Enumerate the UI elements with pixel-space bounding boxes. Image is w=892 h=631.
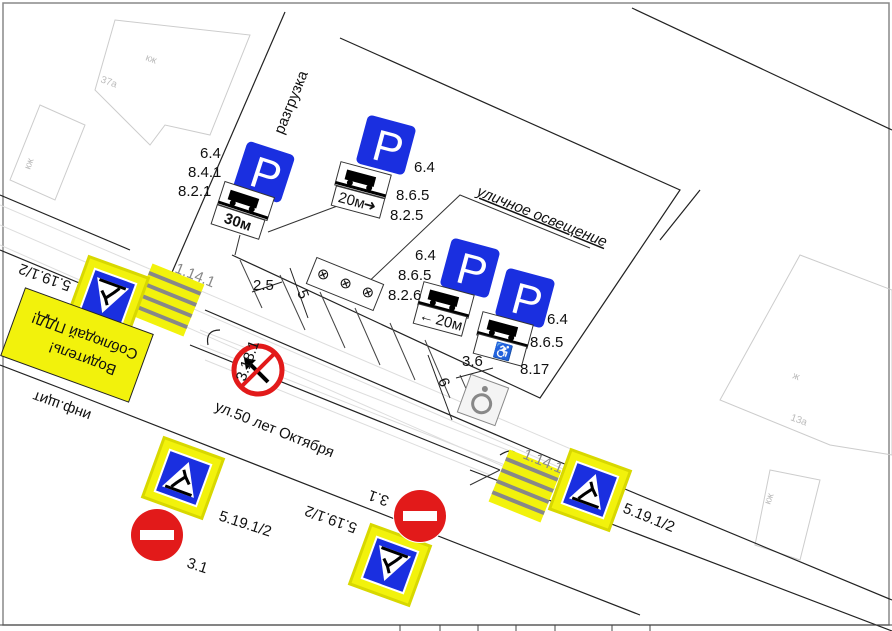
- sign-code: 3.1: [366, 486, 391, 509]
- building-type: ж: [791, 370, 801, 383]
- building-type: кж: [762, 492, 776, 506]
- arrow-left-icon: ←: [417, 307, 436, 327]
- building-number: 13а: [789, 412, 809, 428]
- dimension-2-5: 2.5: [251, 277, 283, 294]
- arrow-right-icon: ➜: [361, 196, 378, 216]
- dimension-6: 6: [427, 354, 453, 421]
- leader-lines: [234, 194, 591, 486]
- building-type: кж: [22, 157, 36, 171]
- road-lines: [0, 7, 892, 631]
- sign-group-3: ← 20м 6.4 8.6.5 8.2.6: [388, 234, 504, 337]
- street-lighting-box: ⊗ ⊗ ⊗: [305, 256, 385, 312]
- building-small: кж: [9, 104, 86, 201]
- building-37a: 37а кж: [94, 19, 251, 146]
- building-number: 37а: [99, 74, 119, 90]
- building-bottom-right: кж: [754, 469, 821, 561]
- crosswalk-1: [131, 263, 205, 337]
- sign-code: 8.6.5: [530, 334, 563, 351]
- sign-code: 8.6.5: [396, 187, 429, 204]
- building-13a: 13а ж: [719, 254, 892, 456]
- unloading-label: разгрузка: [271, 68, 312, 137]
- sign-code: 6.4: [547, 311, 568, 328]
- dimension-label: 5: [293, 288, 312, 302]
- dimension-5: 5: [289, 267, 312, 319]
- no-entry-sign-icon: [130, 508, 184, 562]
- sign-group-4: ♿ 6.4 8.6.5 8.17: [472, 264, 568, 378]
- distance-plate: 20м ➜: [330, 185, 386, 219]
- sign-code: 5.19.1/2: [217, 508, 274, 541]
- sign-code: 6.4: [200, 145, 221, 162]
- plate-text: 20м: [434, 311, 464, 334]
- sign-code: 8.17: [520, 361, 549, 378]
- info-board-caption: инф.щит: [30, 387, 93, 424]
- wheelchair-icon: [471, 393, 493, 415]
- no-entry-sign-icon: [393, 489, 447, 543]
- plate-text: 20м: [336, 189, 366, 212]
- sign-code: 5.19.1/2: [303, 502, 360, 537]
- building-type: кж: [144, 52, 158, 66]
- street-name: ул.50 лет Октября: [213, 398, 337, 461]
- no-left-turn-sign-icon: [231, 343, 285, 397]
- sign-group-1: 30м 6.4 8.4.1 8.2.1: [178, 137, 299, 240]
- sign-code: 8.6.5: [398, 267, 431, 284]
- sign-code: 6.4: [415, 247, 436, 264]
- disabled-plate: ♿: [472, 333, 528, 367]
- dimension-3-6: 3.6: [455, 353, 494, 379]
- pedestrian-crossing-sign-icon: [139, 434, 227, 522]
- distance-plate: ← 20м: [412, 303, 468, 337]
- dimension-label: 2.5: [253, 277, 274, 294]
- sign-code: 8.2.1: [178, 183, 211, 200]
- street-lighting-label: уличное освещение: [474, 183, 610, 251]
- sign-code: 8.2.5: [390, 207, 423, 224]
- dimension-label: 6: [434, 376, 453, 390]
- title-block-strip: [0, 624, 892, 631]
- sign-group-2: 20м ➜ 6.4 8.6.5 8.2.5: [330, 111, 435, 224]
- sign-code: 8.4.1: [188, 164, 221, 181]
- dimension-label: 3.6: [462, 353, 483, 370]
- lamp-icon: ⊗: [359, 282, 377, 302]
- wheelchair-icon: ♿: [492, 341, 515, 363]
- disabled-parking-marking: [456, 373, 510, 427]
- sign-code: 3.1: [185, 555, 210, 578]
- crosswalk-2: [488, 449, 562, 523]
- lamp-icon: ⊗: [336, 273, 354, 293]
- sign-code: 6.4: [414, 159, 435, 176]
- sign-code: 8.2.6: [388, 287, 421, 304]
- lamp-icon: ⊗: [314, 264, 332, 284]
